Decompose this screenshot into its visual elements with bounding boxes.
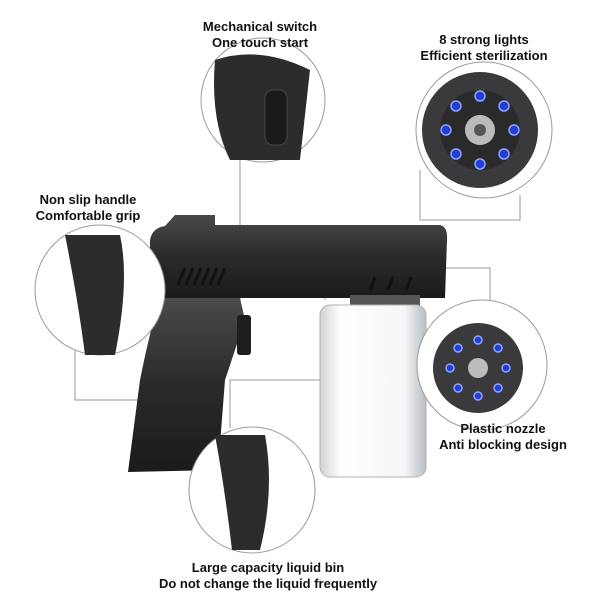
callout-nozzle-line2: Anti blocking design (439, 437, 567, 452)
detail-nozzle-circle (416, 299, 548, 431)
callout-bin-line1: Large capacity liquid bin (191, 560, 345, 575)
detail-lights-circle (415, 61, 553, 199)
callout-switch-line1: Mechanical switch (202, 19, 318, 34)
callout-lights-line2: Efficient sterilization (420, 48, 548, 63)
callout-nozzle: Plastic nozzle Anti blocking design (423, 421, 583, 453)
callout-handle: Non slip handle Comfortable grip (8, 192, 168, 224)
callout-lights: 8 strong lights Efficient sterilization (404, 32, 564, 64)
callout-switch: Mechanical switch One touch start (180, 19, 340, 51)
detail-handle-circle (34, 224, 166, 356)
callout-handle-line1: Non slip handle (39, 192, 137, 207)
callout-handle-line2: Comfortable grip (35, 208, 141, 223)
callout-bin-line2: Do not change the liquid frequently (158, 576, 378, 591)
callout-nozzle-line1: Plastic nozzle (460, 421, 546, 436)
detail-switch-circle (200, 37, 326, 163)
gun-body (128, 215, 448, 478)
detail-bin-circle (188, 426, 316, 554)
callout-bin: Large capacity liquid bin Do not change … (148, 560, 388, 592)
callout-lights-line1: 8 strong lights (439, 32, 529, 47)
callout-switch-line2: One touch start (211, 35, 309, 50)
